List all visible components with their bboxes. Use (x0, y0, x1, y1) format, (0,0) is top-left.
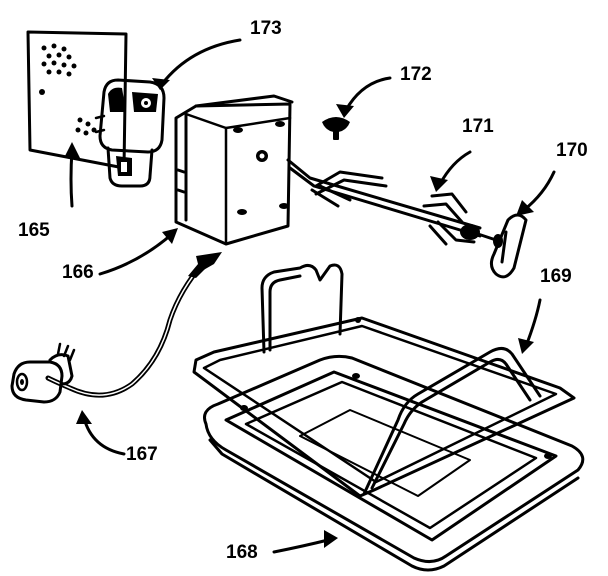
spit-fork-icon (286, 158, 482, 246)
motor-housing-icon (174, 94, 294, 246)
leader-lines (64, 38, 556, 554)
wire-rack-icon (192, 263, 576, 498)
label-173: 173 (250, 18, 282, 39)
label-171: 171 (462, 116, 494, 137)
label-168: 168 (226, 542, 258, 563)
label-172: 172 (400, 64, 432, 85)
receptacle-icon (94, 78, 166, 188)
power-cord-icon (10, 252, 222, 404)
label-166: 166 (62, 262, 94, 283)
screw-icon (322, 117, 350, 140)
label-165: 165 (18, 220, 50, 241)
spit-handle-icon (476, 213, 528, 279)
drip-pan-icon (203, 354, 585, 572)
label-167: 167 (126, 444, 158, 465)
label-170: 170 (556, 140, 588, 161)
label-169: 169 (540, 266, 572, 287)
